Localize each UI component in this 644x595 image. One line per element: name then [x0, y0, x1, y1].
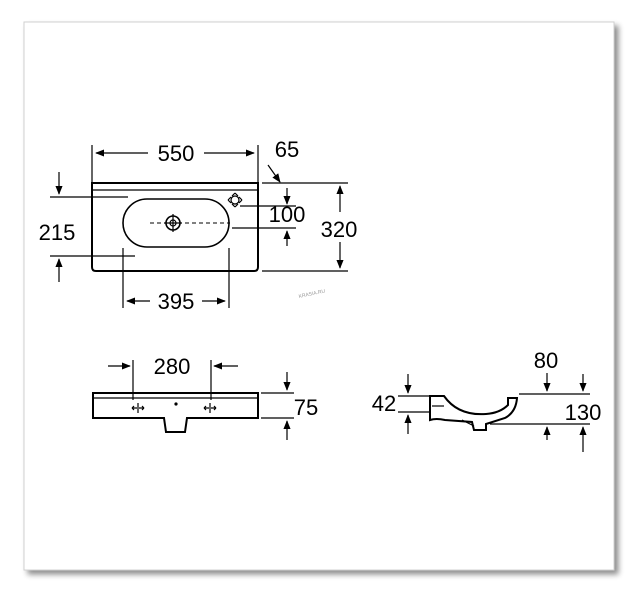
- inner-depth-215-label: 215: [39, 220, 76, 245]
- watermark: KRASIA.RU: [298, 288, 326, 300]
- drain-icon: [164, 214, 182, 232]
- front-view: 280 75: [92, 354, 318, 440]
- width-550-label: 550: [158, 141, 195, 166]
- top-view: 550 65 320 100 215 395: [39, 137, 358, 314]
- tap-offset-100-label: 100: [269, 202, 306, 227]
- tap-hole-icon: [227, 192, 243, 208]
- tap-marker-left-icon: [131, 403, 145, 413]
- depth-80-label: 80: [534, 348, 558, 373]
- height-130-label: 130: [565, 400, 602, 425]
- rim-42-label: 42: [372, 391, 396, 416]
- front-view-basin-outline: [92, 392, 259, 433]
- tap-spacing-280-label: 280: [154, 354, 191, 379]
- paper-sheet: [23, 21, 615, 571]
- depth-320-label: 320: [321, 217, 358, 242]
- bowl-width-395-label: 395: [158, 289, 195, 314]
- height-75-label: 75: [294, 395, 318, 420]
- overhang-65-label: 65: [275, 137, 299, 162]
- side-view: 42 80 130: [372, 348, 602, 452]
- top-view-basin-outline: [91, 182, 259, 272]
- side-view-basin-section: [429, 395, 519, 431]
- tap-marker-right-icon: [203, 403, 217, 413]
